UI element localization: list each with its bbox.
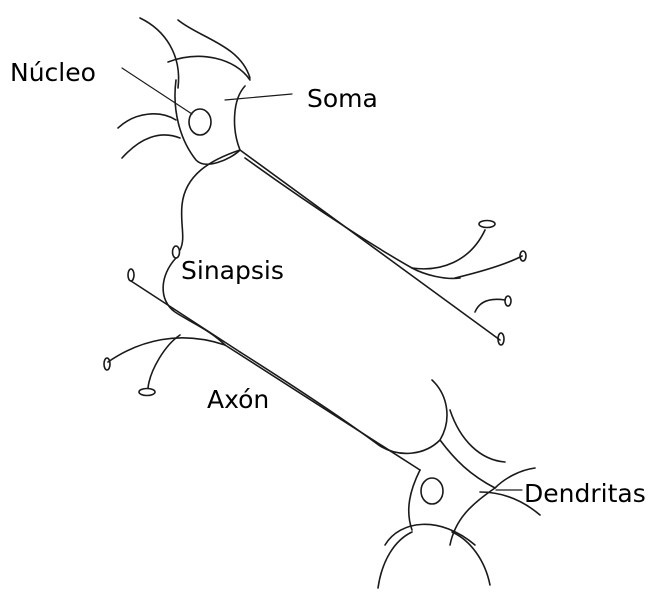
lower-neuron <box>103 268 541 589</box>
lower-dendrite-top <box>431 379 448 441</box>
lower-dendrite-right-upper <box>449 409 506 463</box>
upper-soma-outline <box>174 79 246 165</box>
lower-dendrite-bottom-right <box>451 531 491 586</box>
upper-terminal-bulb-2 <box>519 250 527 262</box>
upper-axon-terminal-2 <box>454 255 523 279</box>
lower-dendrite-bottom-left <box>377 531 413 589</box>
upper-dendrite-top-right <box>177 19 251 79</box>
upper-terminal-bulb-3 <box>504 295 512 307</box>
lower-axon-line-b <box>239 351 441 455</box>
soma-leader-line <box>224 93 293 101</box>
lower-axon-terminal-2 <box>107 337 226 363</box>
lower-terminal-bulb-1 <box>127 268 135 282</box>
upper-dendrite-left <box>117 113 177 129</box>
upper-neuron <box>117 17 527 346</box>
nucleus-leader-line <box>121 67 193 115</box>
lower-soma-left <box>407 469 421 531</box>
label-nucleus: Núcleo <box>10 58 96 87</box>
lower-axon-terminal-3 <box>147 334 181 389</box>
upper-axon-terminal-3 <box>474 298 506 313</box>
upper-axon-line-b <box>244 157 461 280</box>
upper-dendrite-lower <box>179 149 241 251</box>
lower-terminal-bulb-2 <box>103 357 111 371</box>
label-soma: Soma <box>307 84 378 113</box>
lower-dendrite-bottom-arc <box>384 523 476 546</box>
upper-nucleus <box>188 108 212 136</box>
upper-axon-terminal-1 <box>411 229 486 270</box>
label-axon: Axón <box>207 385 270 414</box>
label-dendrites: Dendritas <box>524 479 646 508</box>
lower-terminal-bulb-3 <box>138 387 156 397</box>
upper-dendrite-top-left <box>139 17 180 89</box>
upper-axon-line-a <box>239 149 501 341</box>
lower-axon-terminal-1 <box>130 280 241 353</box>
upper-terminal-bulb-4 <box>497 332 505 346</box>
label-synapse: Sinapsis <box>181 256 284 285</box>
lower-dendrite-right <box>494 467 536 489</box>
upper-dendrite-top-arc <box>167 55 251 81</box>
lower-dendrite-right-low <box>479 491 541 516</box>
lower-nucleus <box>420 477 444 505</box>
upper-terminal-bulb-1 <box>478 219 496 229</box>
synapse-bulb <box>171 245 181 259</box>
upper-dendrite-left-low <box>121 134 181 159</box>
